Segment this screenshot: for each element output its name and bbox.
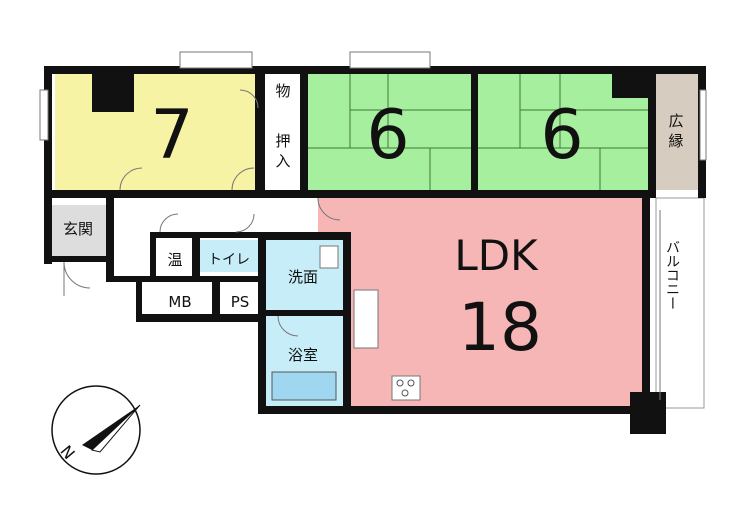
bathtub (271, 371, 337, 401)
room-western-7 (55, 74, 255, 190)
room-storage (265, 74, 301, 110)
compass-needle-icon (82, 405, 140, 450)
label-entrance: 玄関 (63, 220, 93, 238)
compass: N (51, 385, 141, 475)
label-meter-box: MB (168, 293, 191, 311)
room-closet (265, 112, 301, 190)
label-storage: 物 (275, 82, 290, 100)
column-ne (612, 66, 656, 98)
label-bathroom: 浴室 (288, 346, 318, 364)
stove (391, 375, 421, 401)
label-japanese-6b: 6 (540, 96, 583, 175)
label-wide-veranda-1: 広 (668, 112, 683, 130)
room-ldk (350, 198, 642, 408)
room-entrance (50, 205, 106, 257)
label-washroom: 洗面 (288, 268, 318, 286)
windows (39, 51, 707, 161)
kitchen-counter (353, 289, 379, 349)
label-pipe-space: PS (231, 293, 250, 311)
column-nw (92, 66, 134, 112)
label-western-7: 7 (150, 96, 193, 175)
column-se (630, 392, 666, 434)
label-closet-2: 入 (275, 152, 290, 170)
balcony-area (655, 197, 705, 409)
washbasin (319, 245, 339, 269)
label-japanese-6a: 6 (366, 96, 409, 175)
tatami-lines-a (306, 74, 471, 190)
label-water-heater: 温 (167, 251, 182, 269)
label-wide-veranda-2: 縁 (668, 132, 683, 150)
doors (63, 89, 341, 337)
label-ldk-size: 18 (458, 289, 542, 366)
room-wide-veranda (654, 74, 698, 190)
label-balcony: バルコニー (664, 240, 680, 310)
label-toilet: トイレ (208, 252, 250, 268)
label-closet-1: 押 (275, 132, 290, 150)
room-toilet (200, 240, 258, 272)
label-ldk: LDK (454, 231, 539, 280)
tatami-lines-b (478, 74, 648, 190)
